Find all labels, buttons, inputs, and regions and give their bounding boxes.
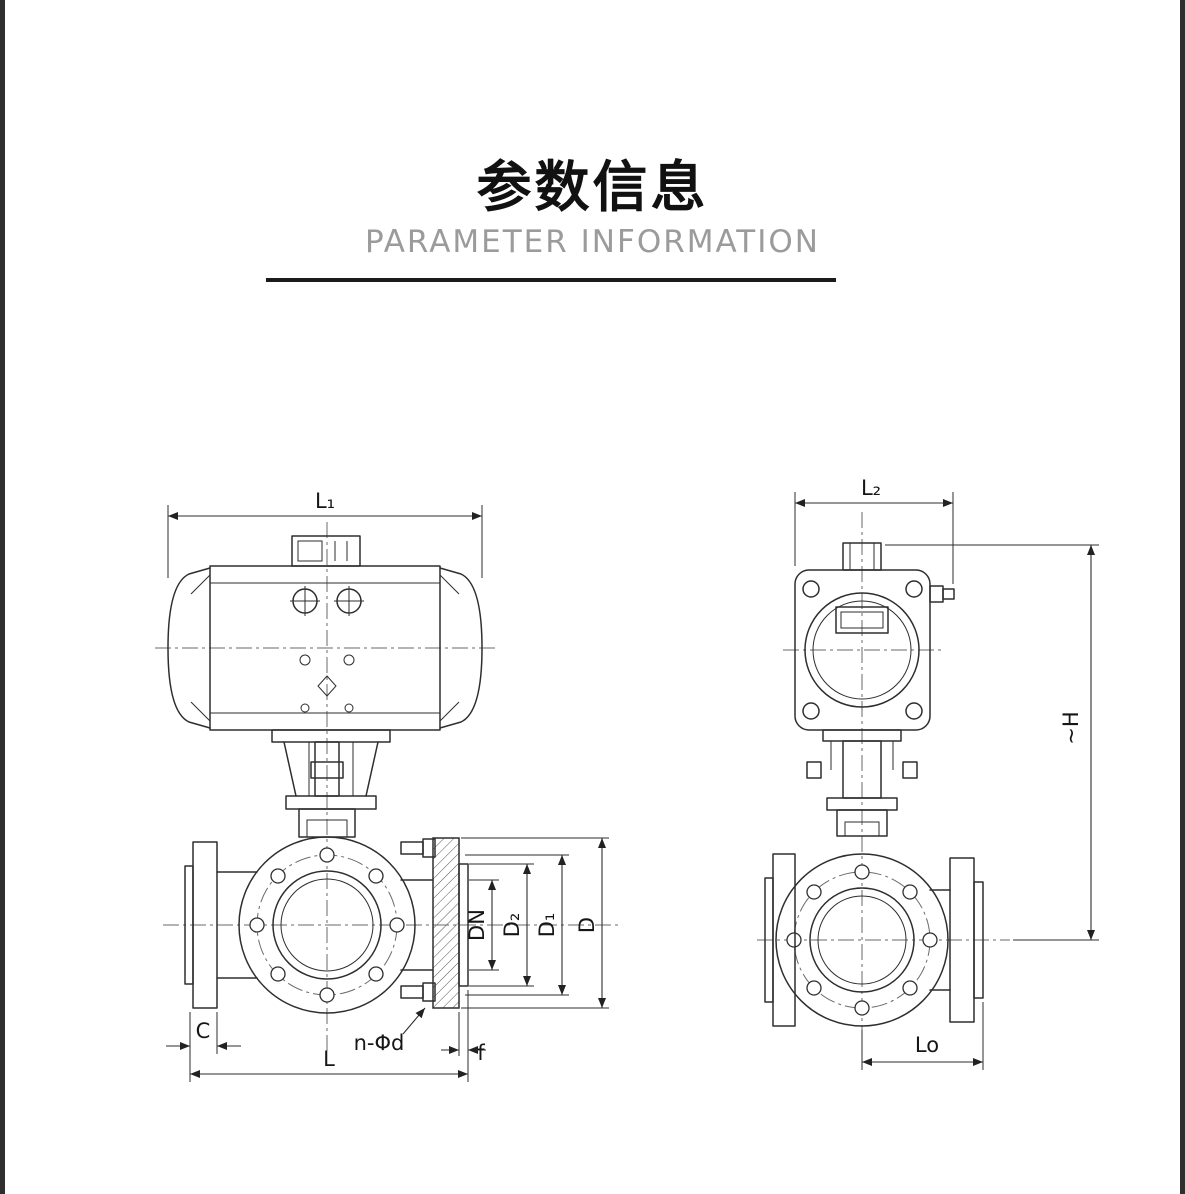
left-flange-front xyxy=(184,841,258,1009)
dim-l1-label: L₁ xyxy=(315,489,335,513)
dim-d1-label: D₁ xyxy=(535,913,559,938)
dim-lo: Lo xyxy=(861,1002,984,1070)
dim-d-label: D xyxy=(575,917,599,933)
dim-l2-label: L₂ xyxy=(861,476,881,500)
dim-l2: L₂ xyxy=(794,476,954,584)
diameter-dimensions: DN D₂ D₁ D xyxy=(461,837,609,1009)
mounting-bracket-front xyxy=(271,729,391,810)
side-view-drawing: L₂ xyxy=(757,476,1099,1070)
dim-l-label: L xyxy=(323,1047,335,1071)
valve-body-front xyxy=(238,808,416,1014)
pneumatic-actuator-side xyxy=(794,542,955,731)
dim-d2-label: D₂ xyxy=(500,913,524,938)
dim-dn-label: DN xyxy=(465,909,489,941)
centerlines-front xyxy=(155,522,619,1052)
front-view-drawing: L₁ xyxy=(155,489,619,1082)
pneumatic-actuator-front xyxy=(167,535,483,731)
title-divider xyxy=(266,278,836,282)
dim-f-label: f xyxy=(477,1041,485,1065)
dim-l1: L₁ xyxy=(167,489,483,578)
page-subtitle: PARAMETER INFORMATION xyxy=(365,224,820,260)
page-title: 参数信息 xyxy=(476,155,709,219)
right-flange-section xyxy=(400,837,469,1009)
dim-c-label: C xyxy=(196,1019,211,1043)
bottom-dimensions: C n-Φd f L xyxy=(166,990,486,1082)
valve-body-side xyxy=(764,809,984,1027)
valve-technical-drawing: L₁ xyxy=(155,476,1099,1082)
dim-lo-label: Lo xyxy=(915,1033,939,1057)
dim-h: ~H xyxy=(885,544,1099,941)
dim-nphid-label: n-Φd xyxy=(354,1031,405,1055)
dim-h-label: ~H xyxy=(1059,711,1083,744)
